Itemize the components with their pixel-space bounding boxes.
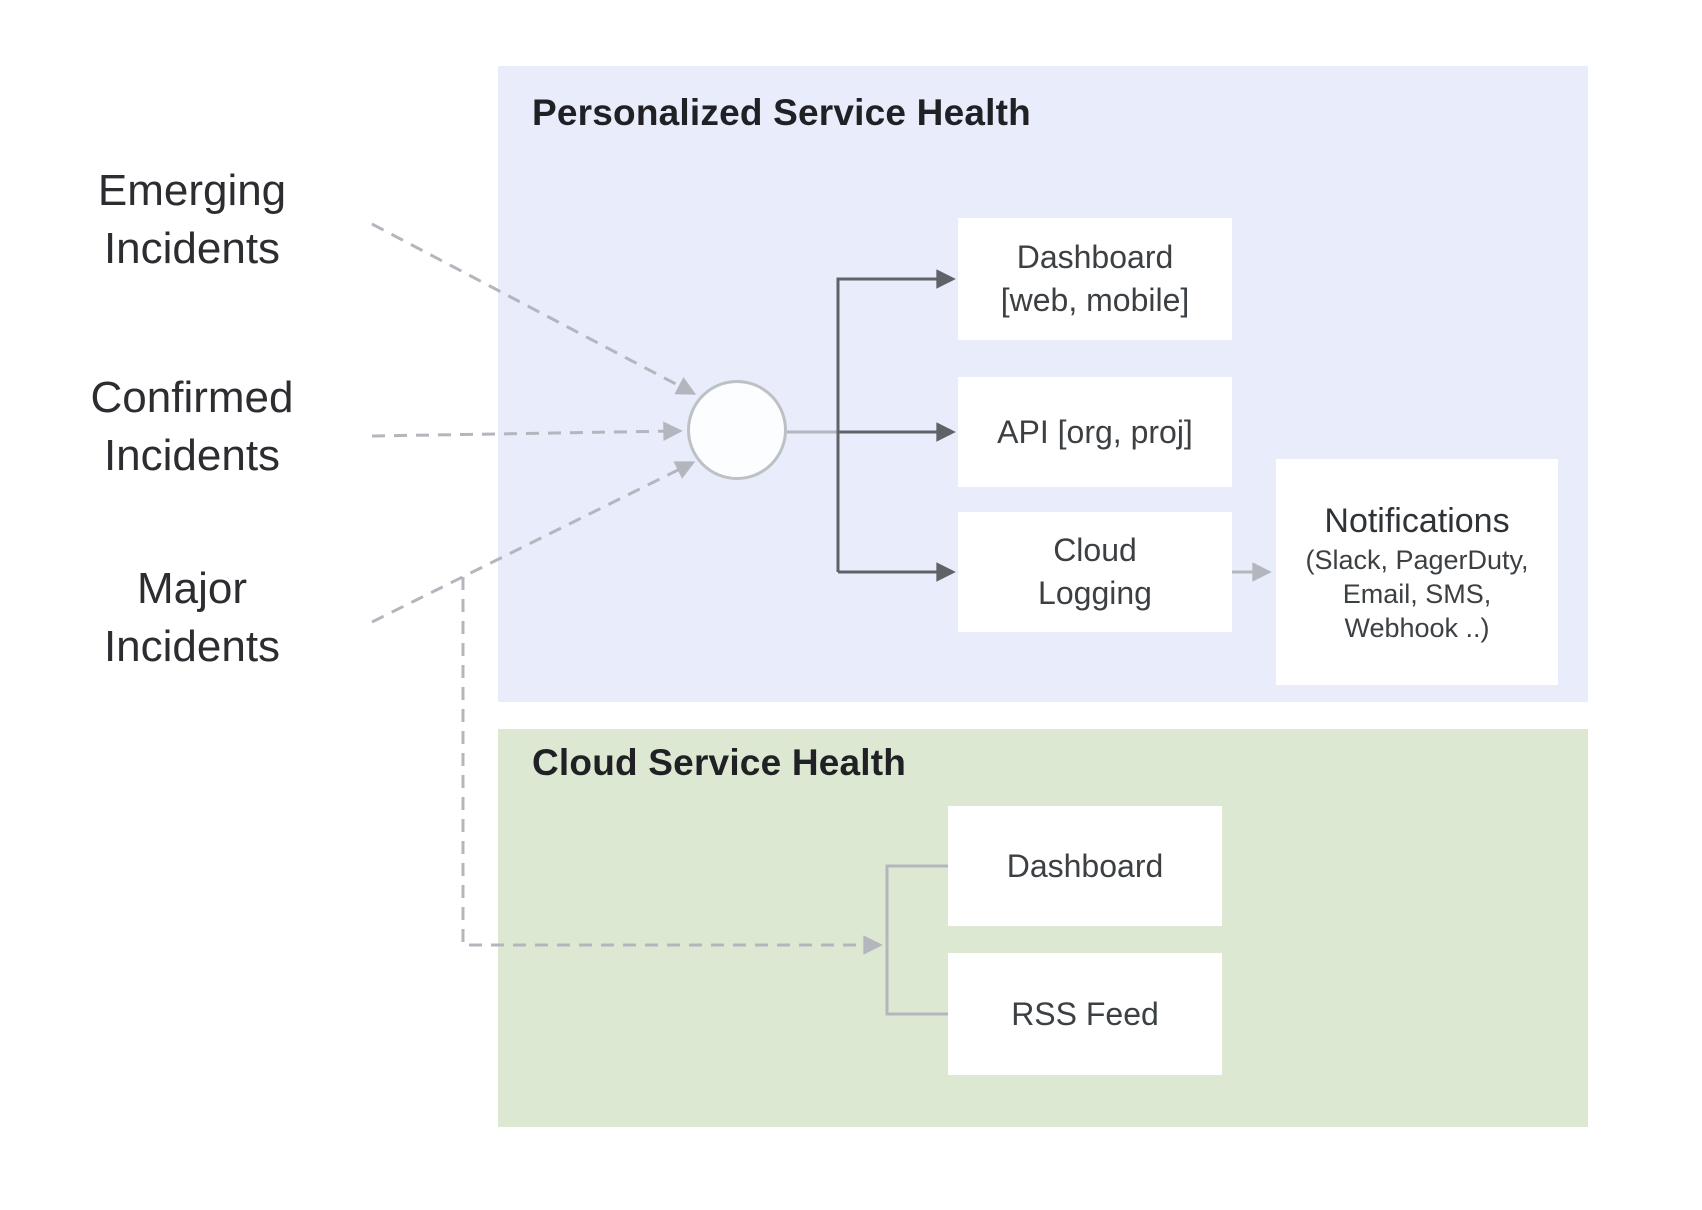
notifications-channels-line: Email, SMS, xyxy=(1342,579,1492,609)
label-line: Major xyxy=(136,564,248,613)
hub-circle-icon xyxy=(687,380,787,480)
node-label-line: RSS Feed xyxy=(1011,995,1159,1032)
label-line: Incidents xyxy=(103,622,281,671)
label-line: Emerging xyxy=(97,166,287,215)
label-line: Incidents xyxy=(103,224,281,273)
node-dashboard-web-mobile: Dashboard [web, mobile] xyxy=(958,218,1232,340)
cloud-panel-title: Cloud Service Health xyxy=(532,742,907,783)
node-cloud-dashboard: Dashboard xyxy=(948,806,1222,926)
node-label-line: [web, mobile] xyxy=(1000,282,1190,318)
personalized-panel-title: Personalized Service Health xyxy=(532,92,1031,133)
node-label-line: Dashboard xyxy=(1016,239,1174,275)
label-line: Incidents xyxy=(103,431,281,480)
node-label-line: Logging xyxy=(1038,575,1152,611)
notifications-title: Notifications xyxy=(1324,502,1510,540)
label-line: Confirmed xyxy=(90,373,294,422)
node-rss-feed: RSS Feed xyxy=(948,953,1222,1075)
notifications-channels-line: Webhook ..) xyxy=(1344,613,1490,643)
notifications-channels-line: (Slack, PagerDuty, xyxy=(1305,545,1529,575)
node-label-line: Cloud xyxy=(1053,532,1137,568)
label-confirmed-incidents: Confirmed Incidents xyxy=(40,369,344,485)
node-cloud-logging: Cloud Logging xyxy=(958,512,1232,632)
node-notifications: Notifications (Slack, PagerDuty, Email, … xyxy=(1276,459,1558,685)
node-label-line: API [org, proj] xyxy=(997,413,1193,450)
label-major-incidents: Major Incidents xyxy=(40,560,344,676)
node-api-org-proj: API [org, proj] xyxy=(958,377,1232,487)
node-label-line: Dashboard xyxy=(1006,847,1164,884)
label-emerging-incidents: Emerging Incidents xyxy=(40,162,344,278)
